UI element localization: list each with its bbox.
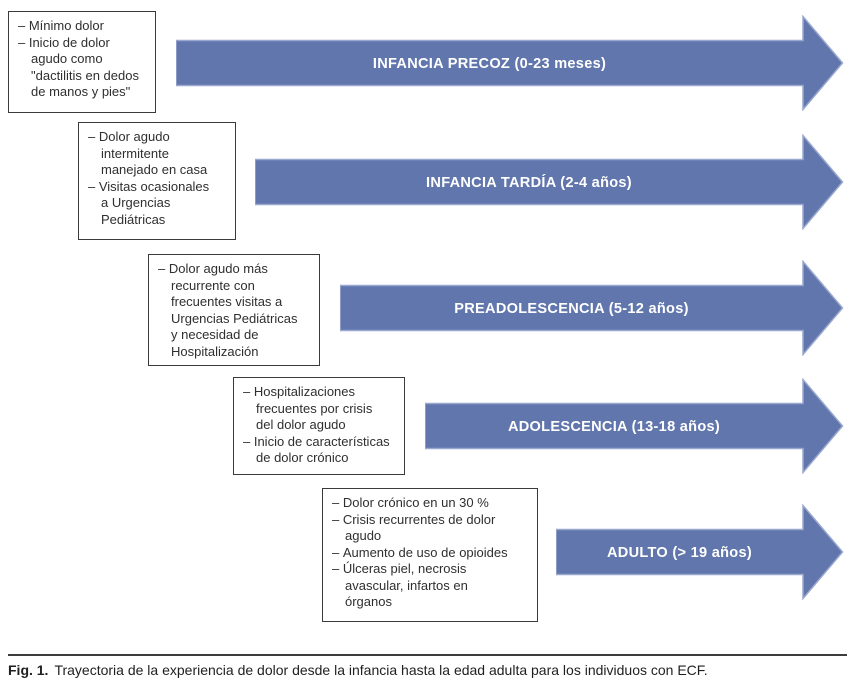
stage-label-infancia-precoz: INFANCIA PRECOZ (0-23 meses) bbox=[372, 54, 607, 72]
note-item: Aumento de uso de opioides bbox=[332, 545, 533, 562]
figure-caption: Fig. 1. Trayectoria de la experiencia de … bbox=[8, 661, 850, 679]
note-item: Dolor agudo intermitente manejado en cas… bbox=[88, 129, 231, 179]
note-list: Dolor crónico en un 30 % Crisis recurren… bbox=[323, 489, 537, 617]
arrow-adulto: ADULTO (> 19 años) bbox=[556, 504, 844, 600]
arrow-infancia-tardia: INFANCIA TARDÍA (2-4 años) bbox=[255, 134, 844, 230]
arrow-adolescencia: ADOLESCENCIA (13-18 años) bbox=[425, 378, 844, 474]
note-item: Hospitalizaciones frecuentes por crisis … bbox=[243, 384, 400, 434]
note-list: Mínimo dolor Inicio de dolor agudo como … bbox=[9, 12, 155, 107]
right-arrow-shape bbox=[176, 15, 844, 111]
note-item: Visitas ocasionales a Urgencias Pediátri… bbox=[88, 179, 231, 229]
arrow-infancia-precoz: INFANCIA PRECOZ (0-23 meses) bbox=[176, 15, 844, 111]
caption-label: Fig. 1. bbox=[8, 662, 49, 678]
note-item: Crisis recurrentes de dolor agudo bbox=[332, 512, 533, 545]
arrow-preadolescencia: PREADOLESCENCIA (5-12 años) bbox=[340, 260, 844, 356]
note-box-infancia-precoz: Mínimo dolor Inicio de dolor agudo como … bbox=[8, 11, 156, 113]
note-box-adulto: Dolor crónico en un 30 % Crisis recurren… bbox=[322, 488, 538, 622]
stage-label-infancia-tardia: INFANCIA TARDÍA (2-4 años) bbox=[426, 173, 632, 191]
note-item: Mínimo dolor bbox=[18, 18, 151, 35]
stage-label-preadolescencia: PREADOLESCENCIA (5-12 años) bbox=[454, 299, 689, 317]
note-item: Dolor crónico en un 30 % bbox=[332, 495, 533, 512]
note-list: Hospitalizaciones frecuentes por crisis … bbox=[234, 378, 404, 473]
note-box-adolescencia: Hospitalizaciones frecuentes por crisis … bbox=[233, 377, 405, 475]
note-list: Dolor agudo intermitente manejado en cas… bbox=[79, 123, 235, 234]
note-item: Úlceras piel, necrosis avascular, infart… bbox=[332, 561, 533, 611]
stage-label-adolescencia: ADOLESCENCIA (13-18 años) bbox=[507, 417, 721, 435]
right-arrow-shape bbox=[340, 260, 844, 356]
caption-divider bbox=[8, 654, 847, 656]
right-arrow-shape bbox=[425, 378, 844, 474]
stage-label-adulto: ADULTO (> 19 años) bbox=[607, 543, 752, 561]
note-box-infancia-tardia: Dolor agudo intermitente manejado en cas… bbox=[78, 122, 236, 240]
right-arrow-shape bbox=[255, 134, 844, 230]
note-box-preadolescencia: Dolor agudo más recurrente con frecuente… bbox=[148, 254, 320, 366]
note-item: Inicio de características de dolor cróni… bbox=[243, 434, 400, 467]
right-arrow-shape bbox=[556, 504, 844, 600]
note-item: Inicio de dolor agudo como "dactilitis e… bbox=[18, 35, 151, 101]
caption-text: Trayectoria de la experiencia de dolor d… bbox=[54, 662, 708, 678]
note-item: Dolor agudo más recurrente con frecuente… bbox=[158, 261, 315, 360]
note-list: Dolor agudo más recurrente con frecuente… bbox=[149, 255, 319, 366]
